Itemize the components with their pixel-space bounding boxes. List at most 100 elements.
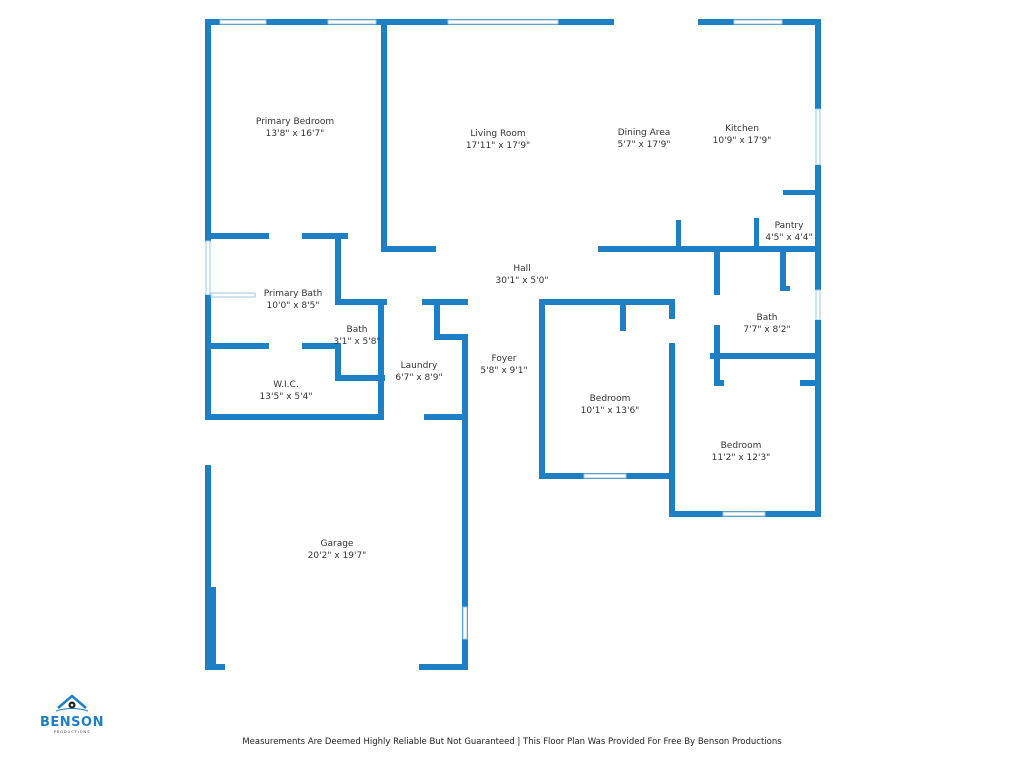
- room-name: Bath: [756, 313, 778, 323]
- window: [722, 511, 766, 517]
- wall: [422, 299, 468, 305]
- wall: [205, 414, 384, 420]
- room-size: 10'0" x 8'5": [266, 301, 320, 311]
- wall: [335, 375, 385, 381]
- wall: [598, 246, 821, 252]
- room-size: 7'7" x 8'2": [743, 325, 791, 335]
- room-name: W.I.C.: [273, 380, 299, 390]
- room-size: 4'5" x 4'4": [765, 233, 813, 243]
- room-size: 5'8" x 9'1": [480, 366, 528, 376]
- room-name: Garage: [320, 539, 354, 549]
- window: [219, 19, 267, 25]
- wall-garage-left: [205, 465, 211, 670]
- room-size: 13'5" x 5'4": [259, 392, 313, 402]
- window: [462, 606, 468, 640]
- wall: [381, 19, 387, 251]
- room-name: Primary Bedroom: [255, 117, 335, 127]
- room-label-primary-bedroom: Primary Bedroom 13'8" x 16'7": [256, 116, 334, 140]
- room-size: 13'8" x 16'7": [265, 129, 325, 139]
- window: [447, 19, 559, 25]
- room-name: Living Room: [470, 129, 526, 139]
- house-icon: [55, 694, 89, 712]
- room-name: Bedroom: [589, 394, 631, 404]
- room-size: 10'9" x 17'9": [712, 136, 772, 146]
- wall: [620, 299, 626, 331]
- wall: [539, 299, 675, 305]
- wall: [381, 246, 436, 252]
- room-label-primary-bath: Primary Bath 10'0" x 8'5": [264, 288, 323, 312]
- room-label-bath-small: Bath 3'1" x 5'8": [333, 324, 380, 348]
- wall: [754, 218, 759, 250]
- room-label-pantry: Pantry 4'5" x 4'4": [765, 220, 812, 244]
- wall: [335, 299, 387, 305]
- wall: [710, 353, 821, 359]
- wall: [205, 343, 269, 349]
- room-size: 30'1" x 5'0": [495, 276, 549, 286]
- wall: [539, 299, 545, 479]
- wall: [335, 343, 341, 379]
- wall: [714, 380, 724, 386]
- wall: [462, 334, 468, 670]
- room-name: Laundry: [400, 361, 438, 371]
- room-label-wic: W.I.C. 13'5" x 5'4": [260, 379, 313, 403]
- room-label-foyer: Foyer 5'8" x 9'1": [480, 353, 527, 377]
- window: [815, 108, 821, 166]
- wall: [669, 343, 675, 517]
- window: [733, 19, 783, 25]
- wall: [205, 664, 225, 670]
- wall: [302, 343, 341, 349]
- wall: [783, 190, 821, 195]
- room-label-bedroom-2: Bedroom 10'1" x 13'6": [581, 393, 640, 417]
- room-size: 5'7" x 17'9": [617, 140, 671, 150]
- room-size: 17'11" x 17'9": [465, 141, 531, 151]
- wall: [800, 380, 821, 386]
- window: [583, 473, 627, 479]
- wall: [669, 299, 675, 319]
- room-size: 3'1" x 5'8": [333, 337, 381, 347]
- room-label-bedroom-3: Bedroom 11'2" x 12'3": [712, 440, 771, 464]
- room-name: Dining Area: [617, 128, 671, 138]
- towel-bar: [210, 292, 256, 298]
- room-name: Kitchen: [725, 124, 759, 134]
- room-name: Foyer: [491, 354, 517, 364]
- room-name: Bath: [346, 325, 368, 335]
- wall: [302, 233, 348, 239]
- wall: [780, 286, 790, 291]
- window: [327, 19, 377, 25]
- wall-left-lower: [205, 295, 211, 420]
- room-label-laundry: Laundry 6'7" x 8'9": [395, 360, 442, 384]
- room-size: 11'2" x 12'3": [711, 453, 771, 463]
- wall: [424, 414, 468, 420]
- wall: [419, 664, 468, 670]
- wall: [780, 250, 786, 290]
- wall: [434, 299, 440, 339]
- logo-name: BENSON: [40, 715, 104, 730]
- room-name: Pantry: [774, 221, 804, 231]
- room-size: 10'1" x 13'6": [580, 406, 640, 416]
- room-name: Hall: [513, 264, 531, 274]
- wall: [205, 233, 269, 239]
- wall-garage-left-thick: [205, 587, 216, 670]
- room-size: 6'7" x 8'9": [395, 373, 443, 383]
- room-label-hall: Hall 30'1" x 5'0": [496, 263, 549, 287]
- wall-right: [815, 19, 821, 109]
- room-label-dining-area: Dining Area 5'7" x 17'9": [618, 127, 671, 151]
- wall: [378, 299, 384, 416]
- wall: [434, 334, 468, 340]
- logo-subtitle: PRODUCTIONS: [53, 730, 91, 734]
- room-name: Primary Bath: [263, 289, 323, 299]
- window: [815, 289, 821, 321]
- wall: [676, 220, 681, 250]
- room-label-kitchen: Kitchen 10'9" x 17'9": [713, 123, 772, 147]
- window: [205, 240, 211, 296]
- wall-right: [815, 320, 821, 517]
- opening: [614, 19, 698, 25]
- footer-disclaimer: Measurements Are Deemed Highly Reliable …: [242, 737, 782, 747]
- room-label-bath-2: Bath 7'7" x 8'2": [743, 312, 790, 336]
- room-name: Bedroom: [720, 441, 762, 451]
- wall-left: [205, 19, 211, 241]
- room-label-living-room: Living Room 17'11" x 17'9": [466, 128, 530, 152]
- wall: [335, 233, 341, 305]
